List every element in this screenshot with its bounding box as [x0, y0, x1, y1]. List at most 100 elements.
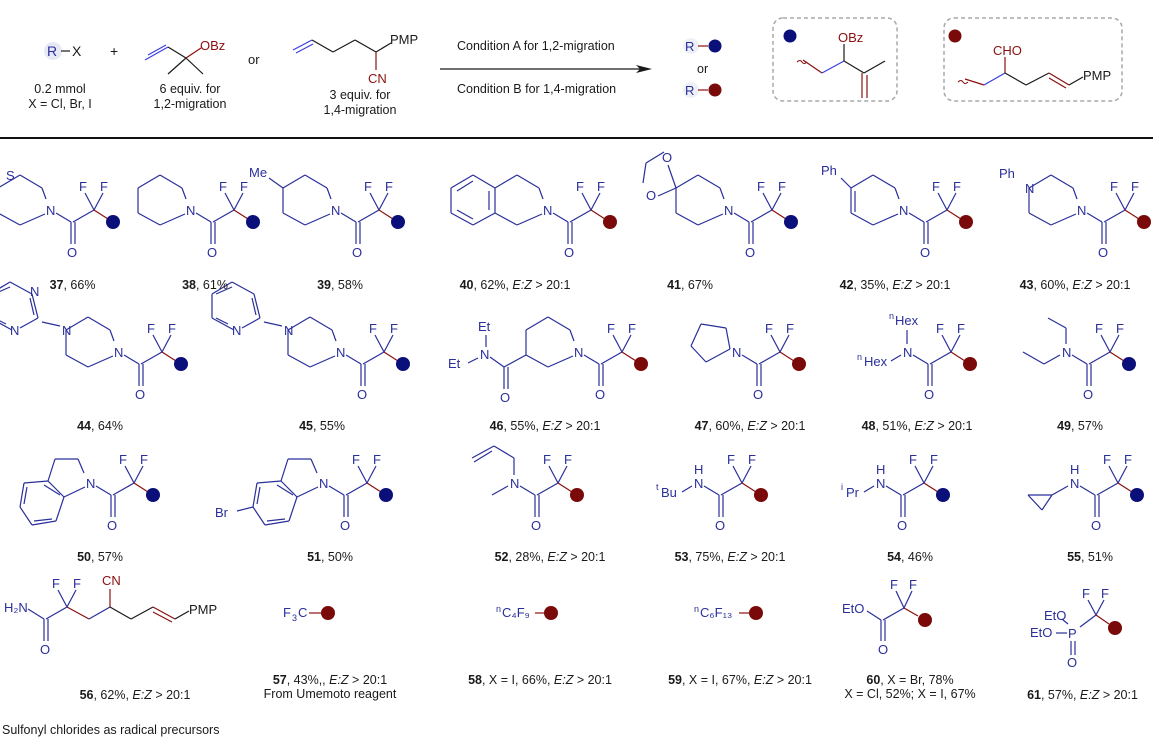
atom-label: F	[957, 321, 965, 336]
atom-label: Hex	[895, 313, 919, 328]
atom-label: C₆F₁₃	[700, 605, 732, 620]
bond	[357, 465, 368, 484]
bond	[557, 482, 573, 493]
bond	[925, 209, 948, 223]
red-dot-icon	[918, 613, 932, 627]
bond	[266, 518, 286, 522]
bond	[19, 482, 25, 508]
bond	[569, 329, 575, 342]
bond	[450, 174, 474, 189]
atom-label: O	[1098, 245, 1108, 260]
bond	[1028, 174, 1052, 189]
bond	[690, 345, 707, 363]
bond	[600, 351, 623, 365]
bond	[770, 334, 781, 353]
bond	[211, 317, 235, 331]
bond	[1109, 334, 1120, 353]
bond	[212, 209, 235, 223]
bond	[0, 174, 21, 188]
bond	[87, 355, 114, 368]
bond	[1108, 465, 1119, 484]
atom-label: N	[284, 323, 293, 338]
bond	[657, 187, 677, 197]
bond	[1117, 465, 1128, 484]
reagent-1-structure: OBz	[144, 38, 225, 75]
bond	[345, 354, 362, 365]
bond	[863, 485, 875, 493]
bond	[369, 192, 380, 211]
bond	[903, 590, 913, 609]
bond	[124, 465, 135, 484]
bond	[253, 293, 261, 319]
bond	[840, 177, 852, 189]
atom-label: O	[753, 387, 763, 402]
atom-label: N	[543, 203, 552, 218]
bond	[23, 480, 49, 484]
bond	[211, 281, 233, 295]
bond	[282, 212, 306, 226]
atom-label: N	[1070, 476, 1079, 491]
bond	[304, 174, 328, 189]
bond	[923, 482, 939, 493]
bond	[494, 212, 518, 226]
arrow-head-icon	[636, 65, 652, 73]
bond	[741, 354, 758, 365]
bond	[536, 482, 559, 496]
bond	[57, 589, 68, 608]
bond	[590, 209, 606, 220]
bond	[937, 192, 948, 211]
bond	[296, 486, 319, 498]
atom-label: Br	[215, 505, 229, 520]
atom-label: O	[662, 150, 672, 165]
bond	[236, 506, 254, 512]
compound-label: 44, 64%	[77, 419, 123, 433]
atom-label: F	[727, 452, 735, 467]
bond	[43, 484, 61, 496]
bond	[1027, 494, 1043, 511]
bond	[467, 357, 479, 364]
compound-label: 55, 51%	[1067, 550, 1113, 564]
compound-label: 43, 60%, E:Z > 20:1	[1019, 278, 1131, 292]
bond	[19, 213, 46, 226]
bond	[741, 465, 752, 484]
atom-label: O	[878, 642, 888, 657]
atom-label: CN	[102, 573, 121, 588]
atom-label: O	[357, 387, 367, 402]
bond	[45, 606, 68, 620]
wavy-bond-icon	[957, 79, 969, 85]
blue-dot-icon	[783, 29, 797, 43]
red-dot-icon	[754, 488, 768, 502]
bond	[287, 354, 311, 368]
bond	[493, 445, 515, 459]
atom-label: F	[890, 577, 898, 592]
bond	[87, 316, 111, 331]
bond	[741, 482, 757, 493]
bond	[456, 180, 474, 192]
atom-label: F	[1110, 179, 1118, 194]
atom-label: O	[1067, 655, 1077, 670]
atom-label: F	[786, 321, 794, 336]
bond	[450, 212, 474, 226]
atom-label: N	[331, 203, 340, 218]
bond	[328, 485, 345, 496]
bond	[548, 465, 559, 484]
box2-cho: CHO	[993, 43, 1022, 58]
bond	[41, 187, 47, 200]
atom-label: n	[496, 604, 501, 614]
bond	[161, 351, 177, 362]
r-highlight	[44, 42, 62, 60]
bond	[621, 351, 637, 362]
bond	[55, 212, 72, 223]
bond	[23, 486, 28, 505]
atom-label: PMP	[189, 602, 217, 617]
compound-label: 60, X = Br, 78%X = Cl, 52%; X = I, 67%	[844, 673, 976, 701]
bond	[309, 355, 336, 368]
reagent-2-structure: PMP CN	[292, 32, 418, 86]
atom-label: N	[876, 476, 885, 491]
atom-label: C	[298, 605, 307, 620]
